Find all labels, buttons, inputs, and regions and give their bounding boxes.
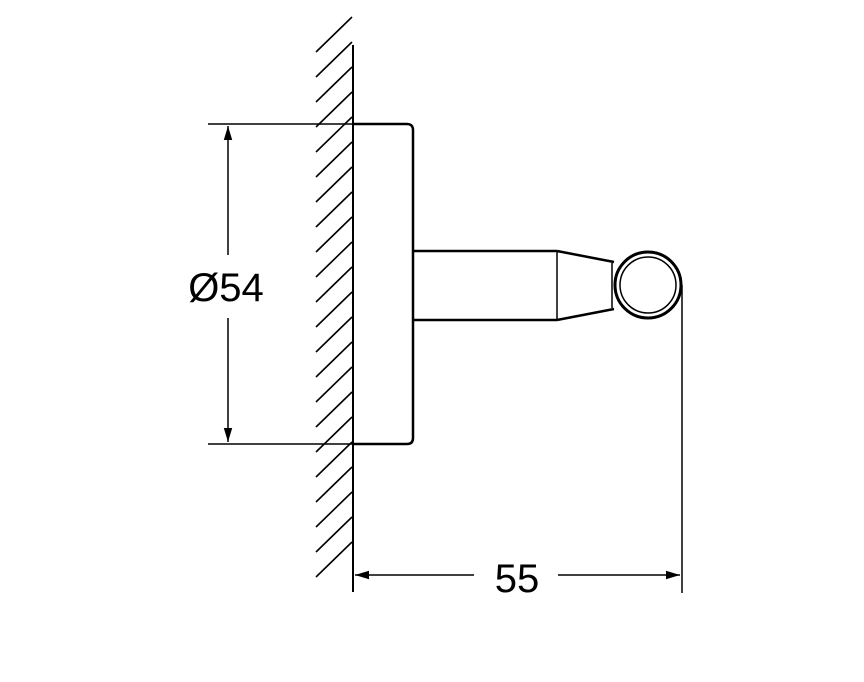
hatch-line [315, 16, 353, 53]
hatch-line [315, 416, 353, 453]
hatch-line [315, 291, 353, 328]
hatch-line [315, 366, 353, 403]
hatch-line [315, 266, 353, 303]
hatch-line [315, 491, 353, 528]
hatch-line [315, 191, 353, 228]
mounting-plate [353, 122, 415, 446]
hatch-line [315, 541, 353, 578]
hatch-line [315, 41, 353, 78]
hatch-line [315, 141, 353, 178]
hatch-line [315, 241, 353, 278]
hatch-line [315, 116, 353, 153]
hatch-line [315, 216, 353, 253]
diameter-dimension [208, 123, 353, 445]
hatch-line [315, 466, 353, 503]
wall-hatching [315, 16, 353, 578]
hatch-line [315, 516, 353, 553]
hatch-line [315, 441, 353, 478]
diameter-label: Ø54 [188, 266, 264, 310]
hatch-line [315, 391, 353, 428]
hatch-line [315, 66, 353, 103]
hatch-line [315, 316, 353, 353]
hook-arm [413, 249, 615, 322]
projection-label: 55 [495, 557, 540, 601]
hook-ring [613, 250, 683, 320]
hatch-line [315, 166, 353, 203]
projection-dimension [355, 285, 683, 593]
hatch-line [315, 341, 353, 378]
hatch-line [315, 91, 353, 128]
